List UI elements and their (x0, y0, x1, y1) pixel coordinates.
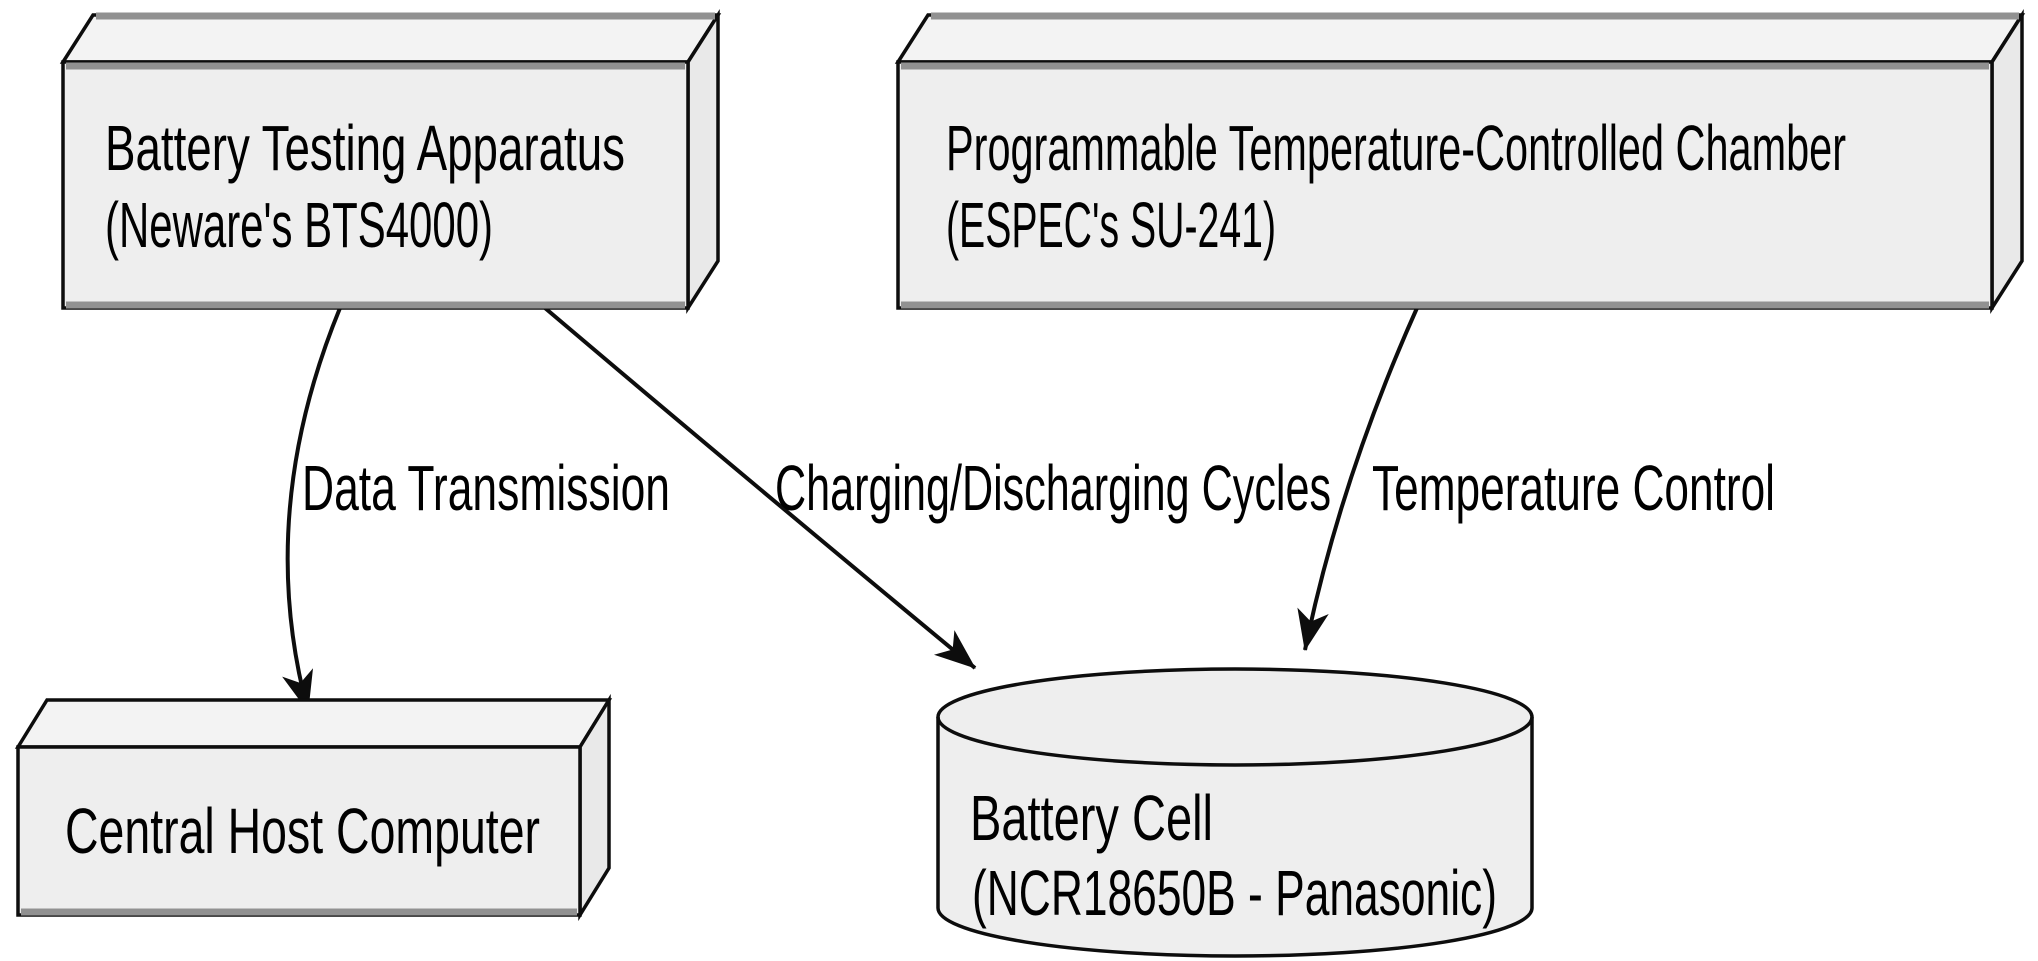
box3d-top-face (59, 13, 722, 64)
box3d-top-face (894, 13, 2026, 64)
edge-data-transmission-line (282, 307, 342, 712)
edge-label-temperature-control: Temperature Control (1372, 452, 1775, 524)
node-label-battery-cell-line1: Battery Cell (970, 782, 1213, 854)
box3d-front-face (16, 745, 582, 917)
box3d-front-face (896, 60, 1994, 310)
node-label-battery-testing-line1: Battery Testing Apparatus (105, 112, 625, 184)
edge-temperature-control-line (1297, 307, 1419, 651)
node-battery-testing-apparatus: Battery Testing Apparatus (Neware's BTS4… (59, 9, 722, 314)
edge-label-charging-discharging: Charging/Discharging Cycles (775, 452, 1331, 524)
node-battery-cell: Battery Cell (NCR18650B - Panasonic) (936, 667, 1534, 958)
edge-temperature-control: Temperature Control (1297, 307, 1775, 651)
edge-data-transmission: Data Transmission (282, 307, 670, 712)
node-label-battery-testing-line2: (Neware's BTS4000) (105, 189, 493, 261)
edge-charging-discharging-cycles: Charging/Discharging Cycles (543, 306, 1331, 670)
node-label-temp-chamber-line1: Programmable Temperature-Controlled Cham… (946, 112, 1846, 184)
node-central-host-computer: Central Host Computer (14, 693, 613, 922)
edge-label-data-transmission: Data Transmission (302, 452, 670, 524)
box3d-top-face (14, 698, 613, 749)
node-label-host-computer: Central Host Computer (65, 795, 540, 867)
node-label-battery-cell-line2: (NCR18650B - Panasonic) (972, 857, 1497, 929)
box3d-side-face (1990, 9, 2024, 314)
cylinder-body (936, 667, 1534, 958)
node-label-temp-chamber-line2: (ESPEC's SU-241) (946, 189, 1276, 261)
cylinder-top-front-arc (936, 716, 1534, 767)
box3d-front-face (61, 60, 690, 310)
edge-charging-discharging-line (543, 306, 977, 670)
box3d-side-face (686, 9, 720, 314)
node-temperature-chamber: Programmable Temperature-Controlled Cham… (894, 9, 2026, 314)
